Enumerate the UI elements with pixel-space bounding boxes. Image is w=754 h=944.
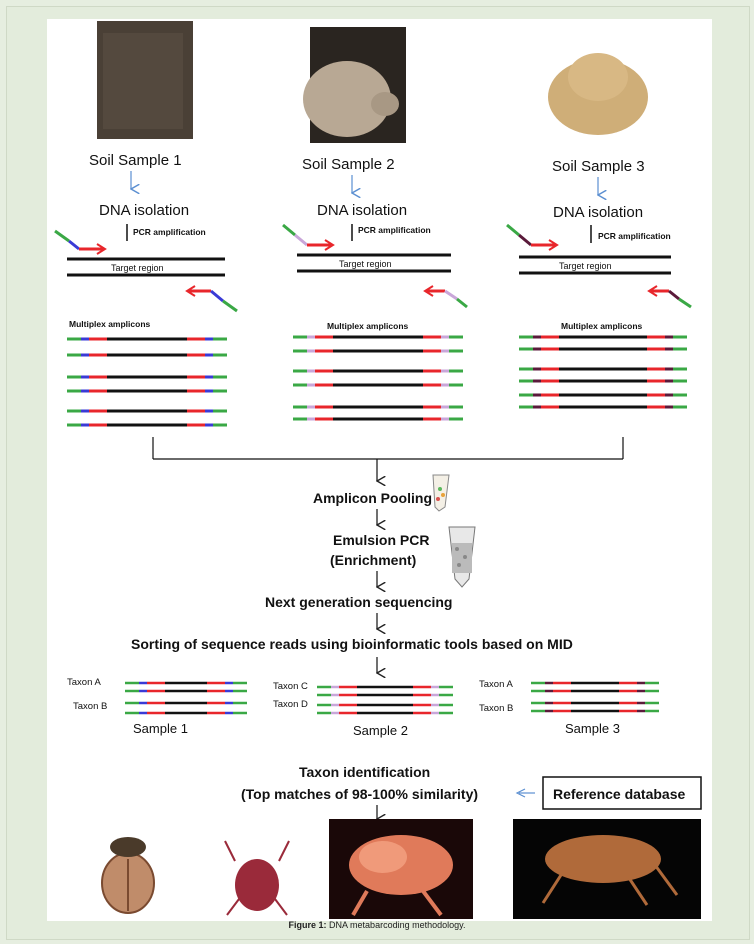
amplicon-group-2 (293, 335, 463, 421)
multiplex-label-1: Multiplex amplicons (69, 319, 151, 329)
caption-text: DNA metabarcoding methodology. (329, 920, 466, 930)
reference-database-label: Reference database (553, 786, 686, 802)
beads-tube-icon (448, 526, 476, 588)
amplicon-group-3 (519, 335, 687, 409)
figure-panel: Soil Sample 1 Soil Sample 2 Soil Sample … (47, 19, 712, 921)
sample-3-name: Sample 3 (565, 721, 620, 736)
sample-1-name: Sample 1 (133, 721, 188, 736)
mite-photo (220, 819, 294, 919)
target-region-1: Target region (111, 263, 164, 273)
taxon-label: Taxon B (479, 703, 513, 714)
enrichment-step: (Enrichment) (330, 552, 416, 568)
sorted-reads-2 (317, 685, 453, 715)
sorted-reads-3 (531, 681, 659, 713)
amplicon-group-1 (67, 337, 227, 427)
primer-forward-2 (282, 223, 335, 251)
sorted-reads-1 (125, 681, 247, 715)
sorting-step: Sorting of sequence reads using bioinfor… (131, 636, 573, 652)
top-matches-step: (Top matches of 98-100% similarity) (241, 786, 478, 802)
ngs-step: Next generation sequencing (265, 594, 452, 610)
primer-reverse-1 (185, 285, 238, 313)
pcr-amp-3: PCR amplification (598, 231, 671, 241)
primer-reverse-3 (647, 285, 692, 309)
pcr-amp-1: PCR amplification (133, 227, 206, 237)
taxon-label: Taxon C (273, 681, 308, 692)
emulsion-pcr-step: Emulsion PCR (333, 532, 429, 548)
sample-2-name: Sample 2 (353, 723, 408, 738)
taxon-label: Taxon A (67, 677, 101, 688)
pcr-amp-2: PCR amplification (358, 225, 431, 235)
taxon-identification-step: Taxon identification (299, 764, 430, 780)
figure-frame: Soil Sample 1 Soil Sample 2 Soil Sample … (6, 6, 750, 940)
amplicon-pooling-step: Amplicon Pooling (313, 490, 432, 506)
multiplex-label-2: Multiplex amplicons (327, 321, 409, 331)
pooling-connector (152, 437, 624, 481)
mite-photo (91, 819, 165, 919)
mite-photo (329, 819, 473, 919)
taxon-label: Taxon D (273, 699, 308, 710)
dna-isolation-2: DNA isolation (317, 202, 407, 219)
reference-database-box (542, 776, 702, 810)
target-region-2: Target region (339, 259, 392, 269)
primer-forward-1 (54, 229, 107, 255)
multiplex-label-3: Multiplex amplicons (561, 321, 643, 331)
caption-prefix: Figure 1: (288, 920, 327, 930)
taxon-label: Taxon B (73, 701, 107, 712)
soil-sample-1-label: Soil Sample 1 (89, 152, 182, 169)
taxon-label: Taxon A (479, 679, 513, 690)
soil-sample-3-label: Soil Sample 3 (552, 158, 645, 175)
dna-isolation-1: DNA isolation (99, 202, 189, 219)
soil-sample-2-label: Soil Sample 2 (302, 156, 395, 173)
figure-caption: Figure 1: DNA metabarcoding methodology. (0, 920, 754, 930)
dna-isolation-3: DNA isolation (553, 204, 643, 221)
primer-reverse-2 (423, 285, 468, 309)
diagram-canvas: Soil Sample 1 Soil Sample 2 Soil Sample … (54, 21, 702, 919)
mite-photo (513, 819, 701, 919)
primer-forward-3 (506, 223, 559, 251)
tube-icon (432, 474, 450, 512)
target-region-3: Target region (559, 261, 612, 271)
